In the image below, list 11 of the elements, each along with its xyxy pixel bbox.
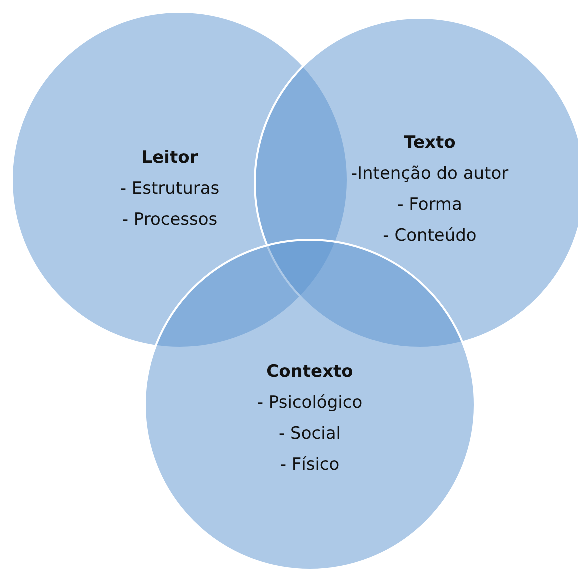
list-item: - Estruturas	[120, 179, 220, 199]
list-item: -Intenção do autor	[351, 164, 509, 184]
circle-heading: Contexto	[266, 362, 354, 382]
list-item: - Social	[279, 424, 341, 444]
list-item: - Físico	[280, 455, 340, 475]
list-item: - Psicológico	[257, 393, 363, 413]
list-item: - Processos	[122, 210, 218, 230]
circle-heading: Leitor	[142, 148, 198, 168]
list-item: - Conteúdo	[383, 226, 477, 246]
list-item: - Forma	[398, 195, 462, 215]
circle-heading: Texto	[404, 133, 456, 153]
